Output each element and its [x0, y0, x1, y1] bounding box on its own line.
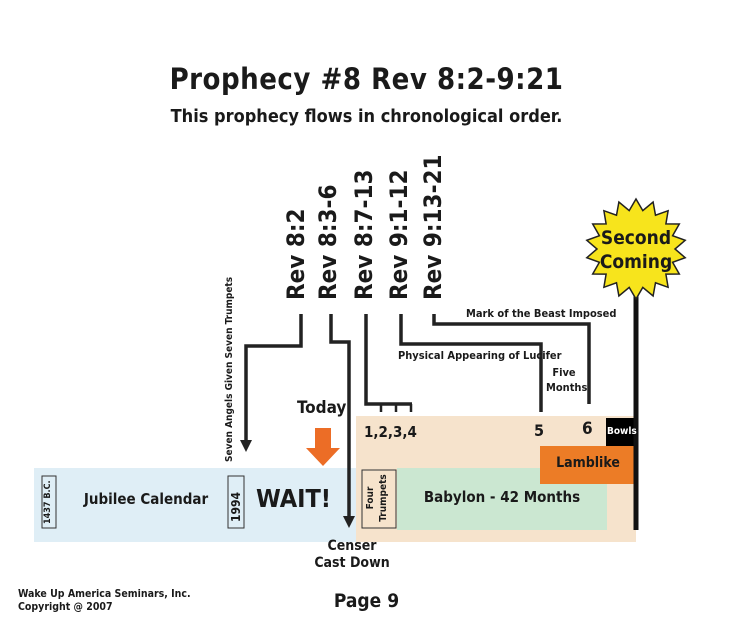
mark-of-beast-label: Mark of the Beast Imposed [466, 307, 617, 320]
jubilee-calendar-label: Jubilee Calendar [83, 490, 209, 508]
year-start-box [41, 475, 57, 529]
ref-rev-8-3-6: Rev 8:3-6 [314, 184, 342, 300]
ref-rev-9-13-21: Rev 9:13-21 [419, 154, 447, 300]
lucifer-label: Physical Appearing of Lucifer [398, 349, 562, 362]
publisher-info: Wake Up America Seminars, Inc. Copyright… [18, 588, 191, 614]
babylon-label: Babylon - 42 Months [423, 488, 581, 506]
trumpet-6-label: 6 [582, 419, 593, 439]
today-arrow-icon [306, 428, 340, 466]
trumpet-5-label: 5 [534, 421, 545, 440]
rev-9-1-12-connector [399, 314, 543, 412]
trumpets-1-4-label: 1,2,3,4 [364, 423, 417, 441]
year-start-label: 1437 B.C. [43, 480, 53, 524]
year-end-box [227, 475, 245, 529]
page-number: Page 9 [333, 590, 400, 612]
rev-8-3-6-connector [329, 314, 351, 518]
page-title: Prophecy #8 Rev 8:2-9:21 [169, 62, 564, 96]
arrowhead [343, 516, 355, 528]
seven-angels-label: Seven Angels Given Seven Trumpets [224, 276, 235, 462]
ref-rev-9-1-12: Rev 9:1-12 [385, 169, 413, 300]
jubilee-band [34, 468, 374, 542]
publisher-name: Wake Up America Seminars, Inc. [18, 588, 191, 600]
subtitle: This prophecy flows in chronological ord… [170, 106, 563, 127]
copyright: Copyright @ 2007 [18, 601, 113, 613]
today-label: Today [297, 398, 347, 418]
lamblike-label: Lamblike [556, 455, 620, 471]
four-trumpets-label: Four Trumpets [365, 474, 389, 522]
ref-rev-8-7-13: Rev 8:7-13 [350, 169, 378, 300]
second-coming-starburst [585, 197, 687, 301]
rev-8-2-connector [244, 314, 303, 442]
bowls-box [606, 418, 636, 446]
rev-9-13-21-connector [432, 314, 591, 404]
four-trumpets-box [361, 469, 397, 529]
lamblike-box [540, 446, 636, 484]
year-end-label: 1994 [229, 491, 243, 522]
bowls-label: Bowls [607, 426, 637, 437]
wait-label: WAIT! [256, 484, 332, 513]
arrowhead [240, 440, 252, 452]
ref-rev-8-2: Rev 8:2 [282, 208, 310, 300]
